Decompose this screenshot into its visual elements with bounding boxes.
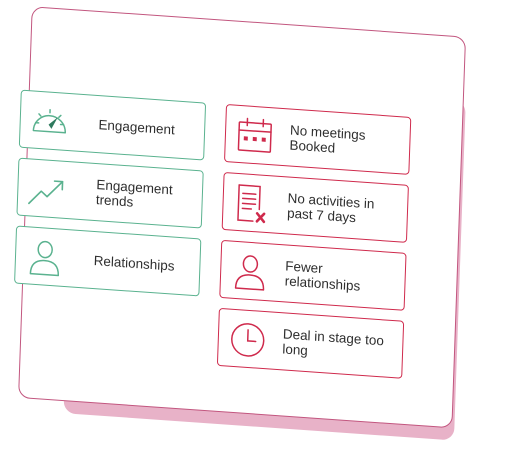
signal-label: Engagement trends [95, 164, 197, 227]
signal-label: No meetings Booked [289, 110, 405, 174]
gauge-icon [28, 99, 71, 144]
document-x-icon [231, 182, 274, 227]
deal-signals-illustration: Engagement Engagement trends Relationshi… [0, 0, 506, 435]
signal-label: Fewer relationships [284, 245, 400, 309]
signal-label: Engagement [98, 96, 200, 159]
calendar-icon [233, 114, 276, 159]
signal-label: No activities in past 7 days [286, 177, 402, 241]
person-icon [228, 250, 271, 295]
signal-label: Relationships [93, 232, 195, 295]
trend-up-icon [26, 167, 69, 212]
signal-label: Deal in stage too long [282, 313, 398, 377]
clock-icon [226, 317, 269, 362]
person-icon [23, 235, 66, 280]
